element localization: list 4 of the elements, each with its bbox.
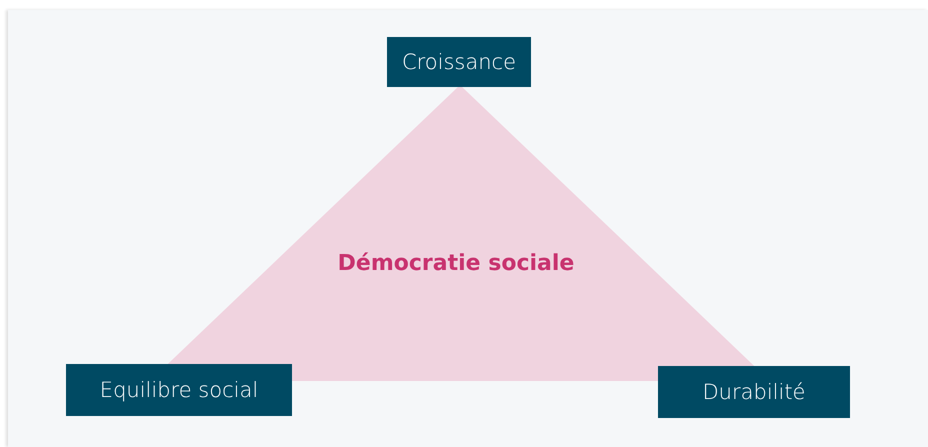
label-box: Durabilité [658, 366, 850, 418]
label-box: Equilibre social [66, 364, 292, 416]
center-title: Démocratie sociale [338, 251, 574, 276]
label-box: Croissance [387, 37, 531, 87]
